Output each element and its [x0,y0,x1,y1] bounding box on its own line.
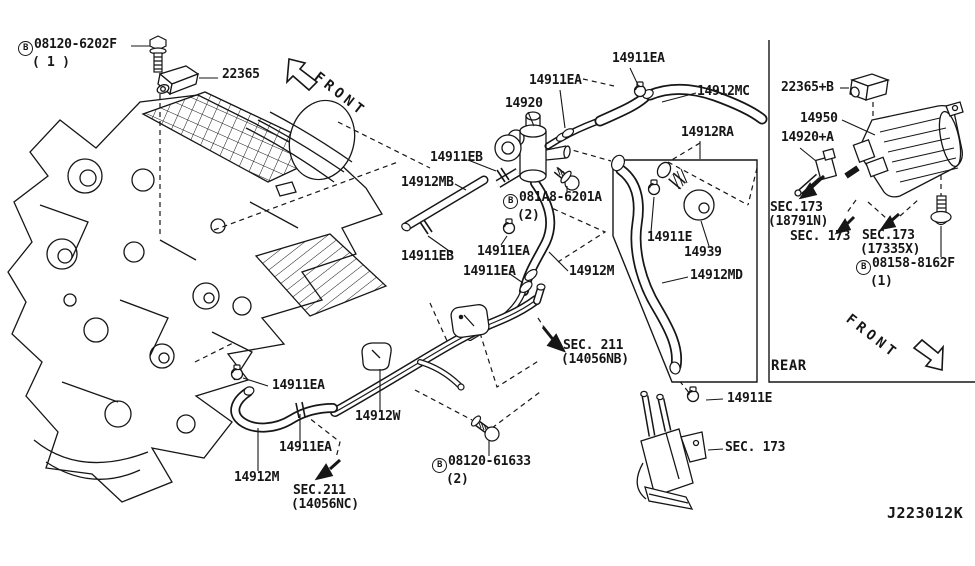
map-sensor-22365b [849,73,891,101]
callout-14911EB-b: 14911EB [401,249,454,264]
screw-08158-icon [930,195,952,226]
front-arrow-top [286,57,319,92]
callout-14912MD: 14912MD [690,268,743,283]
screw-081a8-icon [553,166,580,191]
vacuum-valve-14939 [656,161,715,221]
callout-14950: 14950 [800,111,838,126]
callout-14911EA-mid-a: 14911EA [477,244,530,259]
right-panel-frame [768,40,975,383]
front-arrow-bottom [912,338,944,372]
fastener-symbol: B [856,260,871,275]
callout-14920A: 14920+A [781,130,834,145]
fastener-symbol: B [18,41,33,56]
canister-vent-unit [636,390,707,510]
diagram-code: J223012K [887,504,964,522]
hoses [230,83,768,433]
callout-14912M-bl: 14912M [234,470,280,485]
fastener-symbol: B [432,458,447,473]
callout-14911EA-bl-a: 14911EA [272,378,325,393]
callout-14911E-box: 14911E [647,230,693,245]
leader-lines [131,45,942,471]
callout-sec211-nb: SEC. 211 (14056NB) [561,338,629,367]
pipe-brackets [361,304,490,371]
callout-sec173-17335X: SEC.173 (17335X) [860,228,921,257]
detail-box-14912ra [612,159,758,383]
valve-cover-rear-hatched [254,233,388,317]
fastener-symbol: B [503,194,518,209]
evap-canister-14950 [844,101,964,198]
callout-14911EA-mid-b: 14911EA [463,264,516,279]
hose-clamps [295,128,575,419]
callout-14911EA-bl-b: 14911EA [279,440,332,455]
callout-14920: 14920 [505,96,543,111]
callout-22365B: 22365+B [781,80,834,95]
bolt-08120-icon [149,35,167,73]
callout-sec173-br: SEC. 173 [725,440,786,455]
callout-14912M-mid: 14912M [569,264,615,279]
knock-sensor-22365 [156,65,200,96]
callout-sec173-plain: SEC. 173 [790,229,851,244]
callout-14911EA-top-right: 14911EA [612,51,665,66]
callout-22365: 22365 [222,67,260,82]
callout-14911E-br: 14911E [727,391,773,406]
callout-14939: 14939 [684,245,722,260]
engine-assembly [7,91,388,503]
valve-14920a [794,148,838,197]
callout-14911EA-top-center: 14911EA [529,73,582,88]
callout-14912RA: 14912RA [681,125,734,140]
callout-14911EB-a: 14911EB [430,150,483,165]
callout-14912W: 14912W [355,409,401,424]
callout-14912MB: 14912MB [401,175,454,190]
rear-label: REAR [771,358,807,374]
section-arrows [314,174,900,481]
callout-sec211-nc: SEC.211 (14056NC) [291,483,359,512]
callout-sec173-18791N: SEC.173 (18791N) [768,200,829,229]
box-construction-lines [667,161,758,206]
intake-plenum [288,99,356,181]
screw-61633-icon [470,415,500,442]
callout-14912MC: 14912MC [697,84,750,99]
